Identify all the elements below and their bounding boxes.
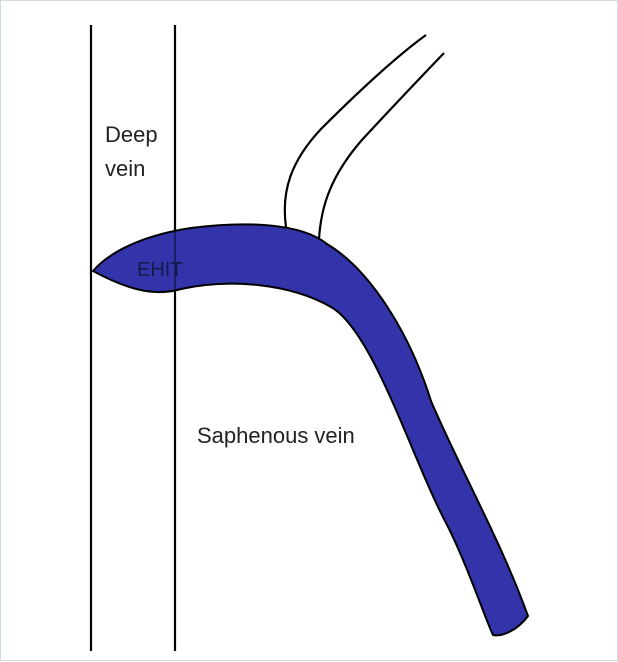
saphenous-vein-label: Saphenous vein [197,419,355,453]
ehit-label: EHIT [137,253,183,287]
deep-vein-label: Deep vein [105,118,158,186]
tributary-outer-wall [285,35,426,227]
tributary-inner-wall [319,53,444,239]
